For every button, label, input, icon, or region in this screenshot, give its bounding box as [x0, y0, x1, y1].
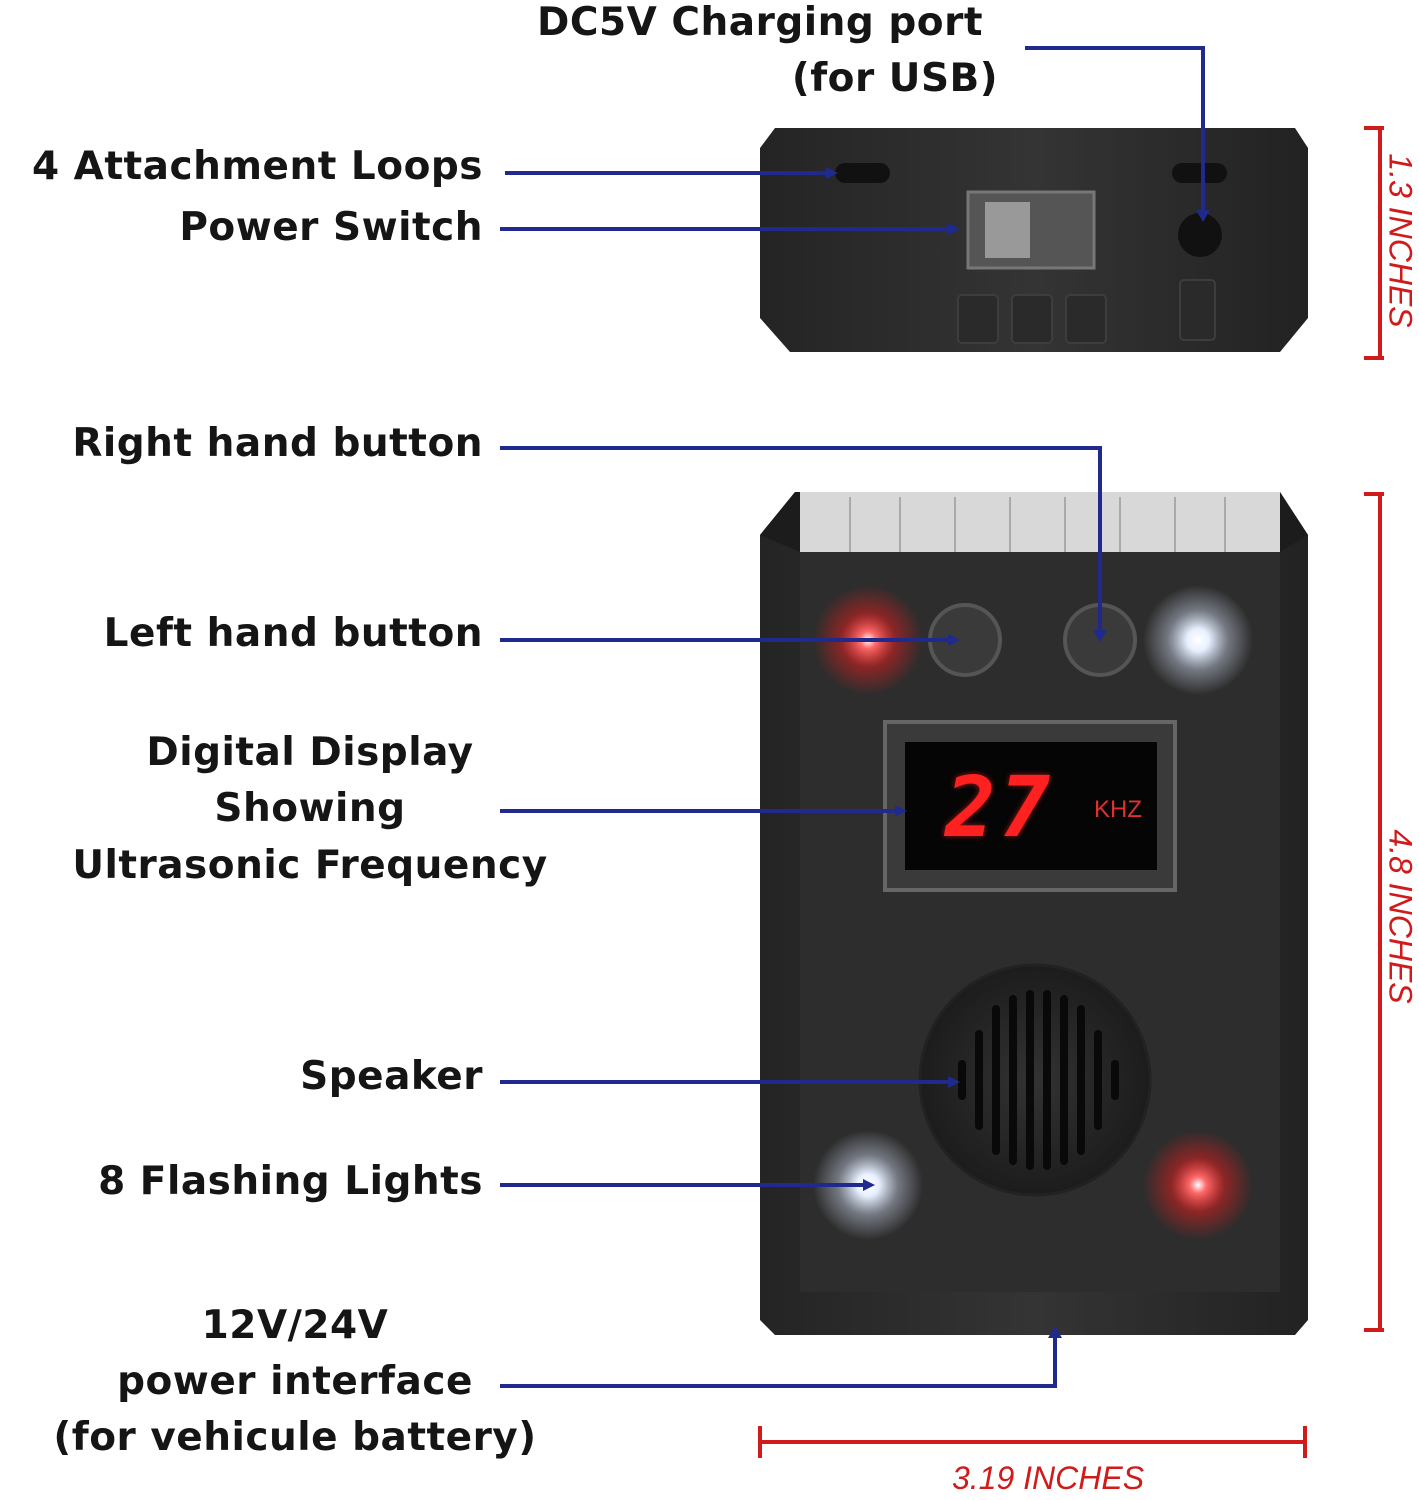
charging-port-label-sub: (for USB): [791, 56, 999, 101]
top-height-dimension: 1.3 INCHES: [1382, 153, 1419, 328]
top-view-device: [760, 128, 1308, 352]
display-label-1: Digital Display: [146, 730, 474, 775]
charging-port: [1178, 213, 1222, 257]
charging-port-label: DC5V Charging port: [537, 0, 983, 45]
attachment-loops-label: 4 Attachment Loops: [31, 144, 483, 189]
power-interface-label-1: 12V/24V: [201, 1303, 389, 1348]
flashing-light-white: [1143, 585, 1253, 695]
frequency-unit: KHZ: [1094, 796, 1142, 823]
dimension-lines: [758, 126, 1384, 1458]
flashing-light-red: [1143, 1130, 1253, 1240]
power-interface-label-3: (for vehicule battery): [53, 1415, 537, 1460]
front-height-dimension: 4.8 INCHES: [1382, 829, 1419, 1004]
power-interface-label-2: power interface: [117, 1359, 473, 1404]
power-switch-label: Power Switch: [179, 205, 483, 250]
width-dimension: 3.19 INCHES: [951, 1460, 1145, 1496]
display-label-3: Ultrasonic Frequency: [72, 843, 548, 888]
attachment-loop: [1172, 163, 1227, 183]
left-button-label: Left hand button: [103, 611, 483, 656]
lights-label: 8 Flashing Lights: [98, 1159, 483, 1204]
display-label-2: Showing: [214, 786, 406, 831]
right-button-label: Right hand button: [72, 421, 483, 466]
speaker-label: Speaker: [300, 1054, 483, 1099]
front-view-device: [760, 492, 1308, 1335]
attachment-loop: [835, 163, 890, 183]
frequency-readout: 27: [945, 758, 1055, 856]
leader-lines: [500, 46, 1205, 1388]
